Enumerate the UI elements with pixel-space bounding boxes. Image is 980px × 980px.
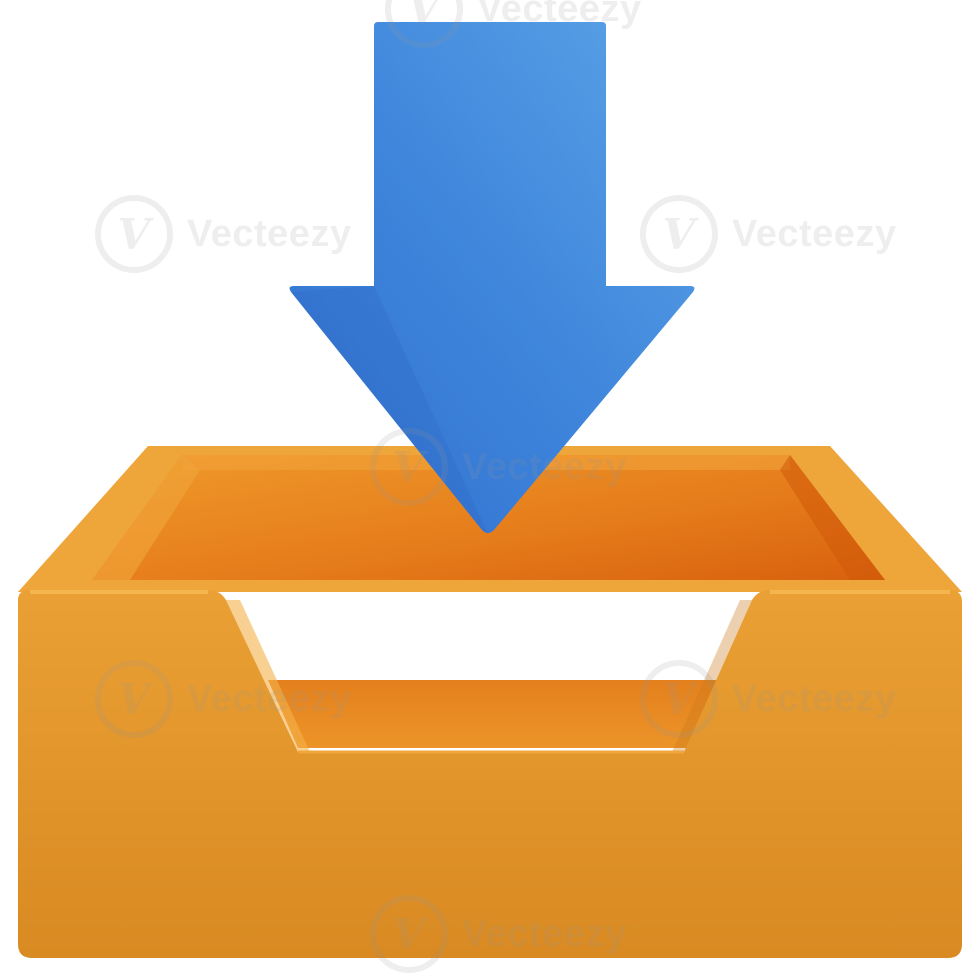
download-arrow-icon (289, 22, 695, 534)
inbox-tray-icon (18, 446, 962, 958)
